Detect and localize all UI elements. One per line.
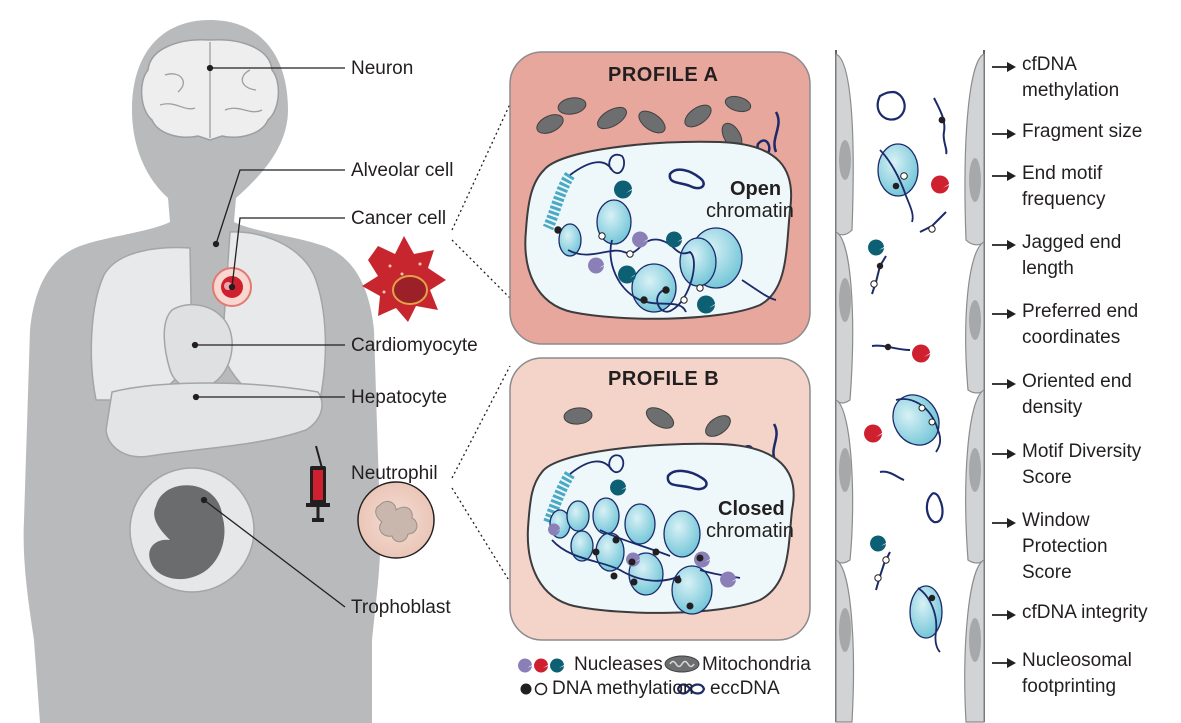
feature-arrow-icon: [992, 240, 1016, 250]
profile-a-state: Open chromatin: [706, 178, 794, 222]
legend-icons: [518, 655, 706, 696]
feature-item-line: Score: [1022, 467, 1072, 488]
profile-a-title: PROFILE A: [608, 64, 719, 86]
feature-arrow-icon: [992, 129, 1016, 139]
human-body-silhouette: [23, 20, 381, 723]
cancer-cell: [362, 236, 446, 322]
nuclease-red-icon: [534, 658, 548, 673]
feature-arrow-icon: [992, 610, 1016, 620]
feature-item: Preferred end coordinates: [1022, 299, 1181, 351]
feature-item-line: density: [1022, 397, 1083, 418]
feature-arrow-icon: [992, 309, 1016, 319]
feature-item-line: Score: [1022, 562, 1072, 583]
feature-item-line: cfDNA integrity: [1022, 602, 1148, 623]
feature-item-line: methylation: [1022, 80, 1120, 101]
nuclease-teal-icon: [550, 658, 564, 673]
feature-item-line: length: [1022, 258, 1074, 279]
legend-eccdna: eccDNA: [710, 678, 780, 699]
feature-item-line: Oriented end: [1022, 371, 1132, 392]
feature-item-line: Motif Diversity: [1022, 441, 1142, 462]
feature-arrow-icon: [992, 658, 1016, 668]
label-cancer-cell: Cancer cell: [351, 208, 447, 229]
feature-item-line: cfDNA: [1022, 54, 1077, 75]
label-hepatocyte: Hepatocyte: [351, 387, 448, 408]
feature-item-line: Preferred end: [1022, 301, 1139, 322]
legend-mitochondria: Mitochondria: [702, 654, 811, 675]
feature-item: cfDNA integrity: [1022, 600, 1181, 626]
profile-b-panel: [509, 357, 811, 641]
feature-item: Fragment size: [1022, 119, 1181, 145]
nucleus-closed: [526, 442, 795, 614]
legend-nucleases: Nucleases: [574, 654, 663, 675]
leader-lines: [191, 64, 346, 608]
blood-vessel: [835, 50, 985, 723]
eccdna-icon: [676, 683, 706, 695]
feature-item: End motif frequency: [1022, 161, 1181, 213]
profile-a-state-word: chromatin: [706, 200, 794, 222]
label-cardiomyocyte: Cardiomyocyte: [351, 335, 478, 356]
neutrophil-cell: [357, 481, 435, 559]
profile-b-title: PROFILE B: [608, 368, 720, 390]
feature-item-line: Fragment size: [1022, 121, 1143, 142]
feature-item: Oriented end density: [1022, 369, 1181, 421]
feature-arrow-icon: [992, 518, 1016, 528]
feature-arrow-icon: [992, 171, 1016, 181]
feature-item: Jagged end length: [1022, 230, 1181, 282]
mitochondria-icon: [664, 655, 700, 673]
feature-item-line: Jagged end: [1022, 232, 1122, 253]
feature-arrow-icon: [992, 449, 1016, 459]
label-neuron: Neuron: [351, 58, 414, 79]
fetus: [149, 485, 225, 580]
methylated-dot-icon: [520, 683, 532, 695]
feature-item-line: footprinting: [1022, 676, 1117, 697]
feature-item-line: frequency: [1022, 189, 1106, 210]
syringe-icon: [306, 445, 330, 522]
profile-a-panel: [509, 51, 811, 345]
feature-item-line: End motif: [1022, 163, 1103, 184]
legend-dna-methylation: DNA methylation: [552, 678, 694, 699]
feature-item: cfDNA methylation: [1022, 52, 1181, 104]
label-trophoblast: Trophoblast: [351, 597, 451, 618]
label-neutrophil: Neutrophil: [351, 463, 438, 484]
liver: [105, 382, 323, 458]
feature-arrow-icon: [992, 379, 1016, 389]
profile-b-state-word: chromatin: [706, 520, 794, 542]
feature-item-line: Nucleosomal: [1022, 650, 1132, 671]
profile-a-state-bold: Open: [730, 178, 782, 200]
profile-b-state-bold: Closed: [718, 498, 785, 520]
profile-b-state: Closed chromatin: [706, 498, 794, 542]
feature-item: Nucleosomal footprinting: [1022, 648, 1181, 700]
unmethylated-dot-icon: [534, 682, 548, 696]
feature-item-line: Window: [1022, 510, 1090, 531]
feature-item-line: Protection: [1022, 536, 1108, 557]
label-alveolar-cell: Alveolar cell: [351, 160, 454, 181]
heart: [163, 303, 233, 390]
feature-arrow-icon: [992, 62, 1016, 72]
nuclease-purple-icon: [518, 658, 532, 673]
feature-item-line: coordinates: [1022, 327, 1121, 348]
